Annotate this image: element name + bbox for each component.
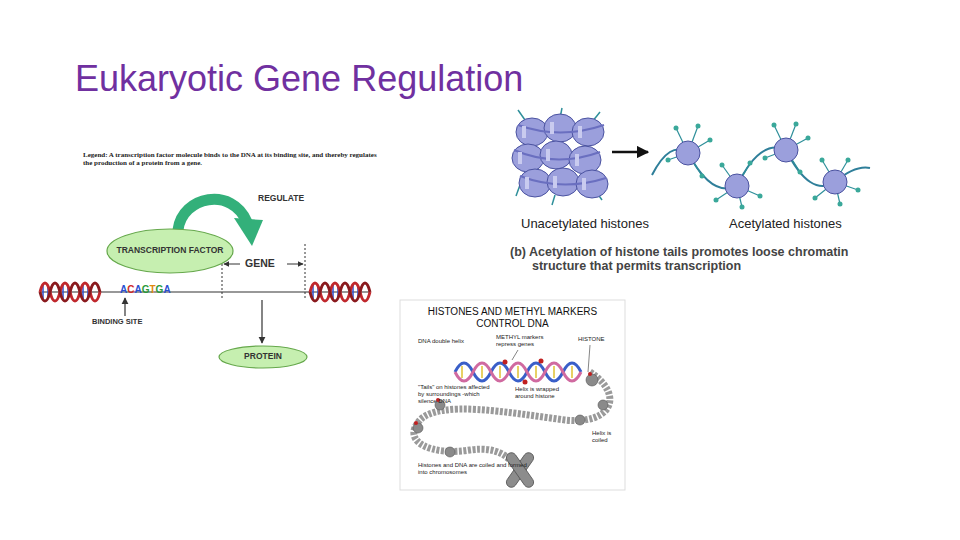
dna-strand [40, 283, 370, 301]
binding-site-arrow [124, 298, 125, 316]
slide-title: Eukaryotic Gene Regulation [75, 58, 523, 99]
callout-text: "Tails" on histones affected by surround… [418, 384, 496, 405]
callout-text: HISTONE [578, 336, 618, 343]
acetylated-histones [652, 122, 870, 210]
sequence-letter: C [127, 284, 134, 295]
sequence-letter: A [163, 284, 170, 295]
panel-label: Unacetylated histones [521, 217, 649, 232]
sequence-letter: A [120, 284, 127, 295]
ellipse-shape [107, 229, 233, 273]
node-label: PROTEIN [244, 352, 282, 361]
node-label: TRANSCRIPTION FACTOR [116, 246, 223, 255]
sequence-letter: G [142, 284, 150, 295]
legend-note: Legend: A transcription factor molecule … [83, 151, 383, 167]
gene-bracket [222, 244, 305, 300]
sequence-letter: G [156, 284, 164, 295]
callout-text: Helix is coiled [592, 430, 622, 444]
regulate-label: REGULATE [258, 194, 304, 204]
sequence-letter: T [149, 284, 155, 295]
chromosome [504, 451, 535, 490]
callout-text: METHYL markers repress genes [496, 334, 548, 348]
binding-site-label: BINDING SITE [92, 318, 142, 327]
panel-label: Acetylated histones [729, 217, 842, 232]
inset-heading: HISTONES AND METHYL MARKERS CONTROL DNA [410, 306, 615, 329]
transcription-factor-ellipse: TRANSCRIPTION FACTOR [106, 228, 234, 274]
unacetylated-histones [512, 108, 608, 205]
node-text-group: PROTEIN [238, 352, 288, 361]
callout-text: DNA double helix [418, 338, 468, 345]
node-text-group: TRANSCRIPTION FACTOR [110, 246, 229, 255]
callout-text: Histones and DNA are coiled and formed i… [418, 462, 536, 476]
callout-text: Helix is wrapped around histone [515, 386, 571, 400]
sequence-letter: A [134, 284, 141, 295]
chromatin-illustration [400, 300, 625, 490]
process-arrow [612, 151, 648, 154]
double-helix [455, 350, 581, 385]
dna-sequence: ACAGTGA [120, 284, 171, 296]
figure-caption: (b) Acetylation of histone tails promote… [510, 245, 902, 274]
gene-label: GENE [245, 257, 275, 269]
protein-ellipse: PROTEIN [218, 345, 308, 369]
ellipse-shape [219, 346, 307, 368]
expression-arrow [261, 300, 262, 343]
